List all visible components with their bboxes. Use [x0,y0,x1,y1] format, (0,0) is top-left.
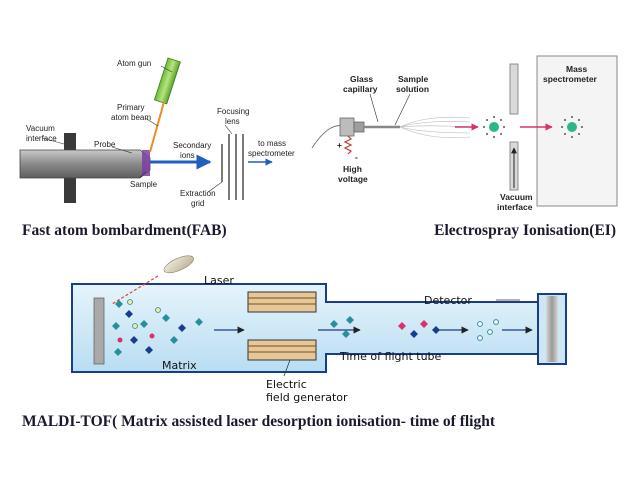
label-high-2: voltage [338,174,368,184]
maldi-caption: MALDI-TOF( Matrix assisted laser desorpt… [22,413,496,430]
label-secondary: Secondary [173,141,211,150]
fab-caption: Fast atom bombardment(FAB) [22,222,227,239]
ion-icon [561,116,583,138]
label-vacuum-2: interface [26,134,57,143]
interface-plate-top [509,63,519,115]
atom-gun-icon [153,57,181,105]
fab-diagram: Atom gun Primary atom beam Vacuum interf… [19,57,295,208]
ion-particles [330,316,499,341]
label-extraction: Extraction [180,189,216,198]
field-plate-bottom [247,339,317,361]
esi-diagram: Glass capillary Sample solution Mass spe… [311,55,618,212]
label-to-mass-2: spectrometer [248,149,295,158]
label-extraction-2: grid [191,199,204,208]
matrix-particles [112,299,203,356]
maldi-diagram: Laser Detector Matrix Time of flight tub… [71,255,567,404]
sample-spot [142,150,150,176]
laser-icon [163,255,194,274]
sample-plate [93,297,105,365]
esi-caption: Electrospray Ionisation(EI) [434,222,616,239]
label-tof-tube: Time of flight tube [339,350,442,363]
laser-beam [111,275,159,305]
label-focusing: Focusing [217,107,249,116]
label-atom-gun: Atom gun [117,59,151,68]
label-focusing-2: lens [225,117,240,126]
capillary-fitting [339,117,355,137]
high-voltage-coil [343,135,353,155]
ion-cluster-icon [483,116,505,138]
label-matrix: Matrix [162,359,197,372]
label-plus: + [337,140,342,150]
label-glass-2: capillary [343,84,378,94]
probe-shaft [19,149,151,179]
label-vac-2: interface [497,202,533,212]
label-primary-beam: Primary [117,103,145,112]
detector-cylinder [546,296,558,362]
label-sample-solution: Sample [398,74,429,84]
label-electric-2: field generator [266,391,348,404]
label-glass: Glass [350,74,373,84]
label-probe: Probe [94,140,116,149]
label-high: High [343,164,362,174]
label-primary-beam-2: atom beam [111,113,151,122]
label-vac: Vacuum [500,192,533,202]
label-laser: Laser [204,274,234,287]
label-to-mass: to mass [258,139,286,148]
capillary-collar [353,121,365,133]
primary-beam [149,101,165,153]
field-plate-top [247,291,317,313]
label-electric: Electric [266,378,307,391]
label-sample: Sample [130,180,158,189]
mass-spectrometer-box [536,55,618,207]
label-secondary-2: ions [180,151,195,160]
label-vacuum: Vacuum [26,124,55,133]
label-minus: - [355,152,358,162]
label-detector: Detector [424,294,472,307]
label-mass-2: spectrometer [543,74,598,84]
label-sample-solution-2: solution [396,84,429,94]
label-mass: Mass [566,64,588,74]
